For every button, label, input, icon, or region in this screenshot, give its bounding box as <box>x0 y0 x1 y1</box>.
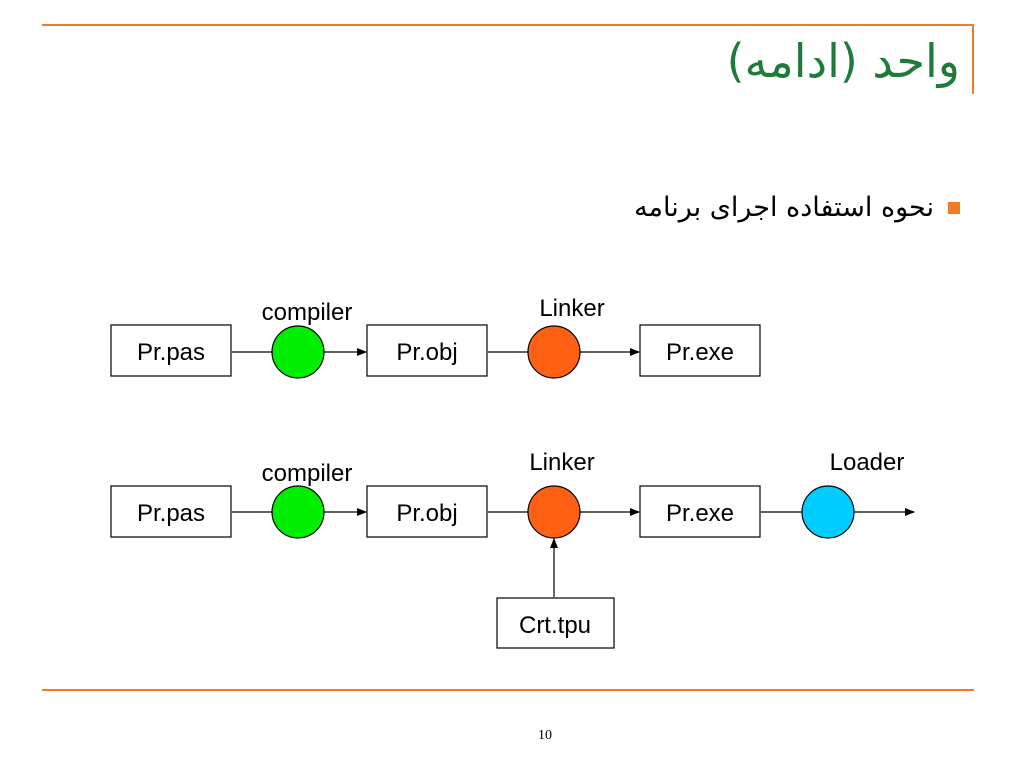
object-file-label: Pr.obj <box>396 500 457 527</box>
library-file-box <box>496 597 615 649</box>
object-file-box <box>366 324 488 377</box>
page-number: 10 <box>538 728 552 743</box>
compiler-node <box>271 325 325 379</box>
bullet-item: نحوه استفاده اجرای برنامه <box>634 192 960 223</box>
executable-file-box <box>639 485 761 538</box>
executable-file-label: Pr.exe <box>666 500 734 527</box>
title-accent-bar <box>972 24 974 94</box>
source-file-label: Pr.pas <box>137 339 205 366</box>
linker-node <box>527 325 581 379</box>
slide-title: واحد (ادامه) <box>726 34 960 88</box>
compiler-label: compiler <box>262 299 353 326</box>
compiler-label: compiler <box>262 460 353 487</box>
top-divider <box>42 24 974 26</box>
compiler-node <box>271 485 325 539</box>
executable-file-box <box>639 324 761 377</box>
bullet-text: نحوه استفاده اجرای برنامه <box>634 192 934 223</box>
source-file-box <box>110 324 232 377</box>
loader-label: Loader <box>830 449 905 476</box>
library-file-label: Crt.tpu <box>519 612 591 639</box>
flow-1: Pr.pas compiler Pr.obj Linker Pr.exe <box>110 295 761 379</box>
linker-node <box>527 485 581 539</box>
linker-label: Linker <box>529 449 594 476</box>
object-file-box <box>366 485 488 538</box>
square-bullet-icon <box>948 201 960 214</box>
source-file-box <box>110 485 232 538</box>
bottom-divider <box>42 689 974 691</box>
executable-file-label: Pr.exe <box>666 339 734 366</box>
linker-label: Linker <box>539 295 604 322</box>
loader-node <box>801 485 855 539</box>
source-file-label: Pr.pas <box>137 500 205 527</box>
object-file-label: Pr.obj <box>396 339 457 366</box>
flow-2: Pr.pas compiler Pr.obj Linker Pr.exe Loa… <box>110 449 915 649</box>
